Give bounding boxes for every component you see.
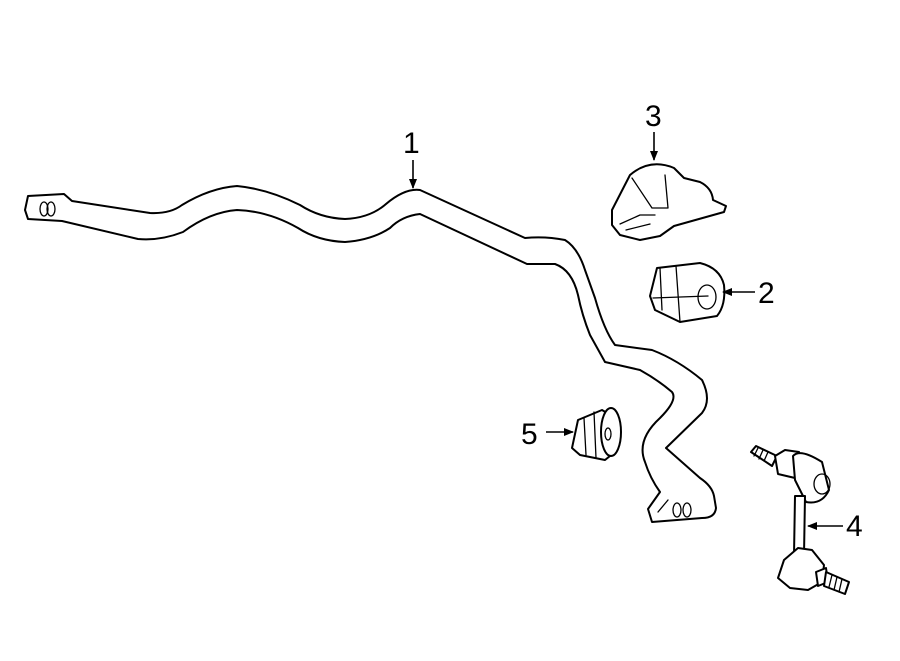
link-nut xyxy=(571,407,622,461)
stabilizer-link xyxy=(750,445,850,595)
bushing xyxy=(649,262,726,323)
callout-3: 3 xyxy=(645,100,662,133)
callout-5: 5 xyxy=(521,418,538,451)
bushing-bracket xyxy=(611,163,727,241)
stabilizer-bar xyxy=(24,185,717,523)
callout-4: 4 xyxy=(846,510,863,543)
callout-2: 2 xyxy=(758,277,775,310)
callout-1: 1 xyxy=(403,127,420,160)
